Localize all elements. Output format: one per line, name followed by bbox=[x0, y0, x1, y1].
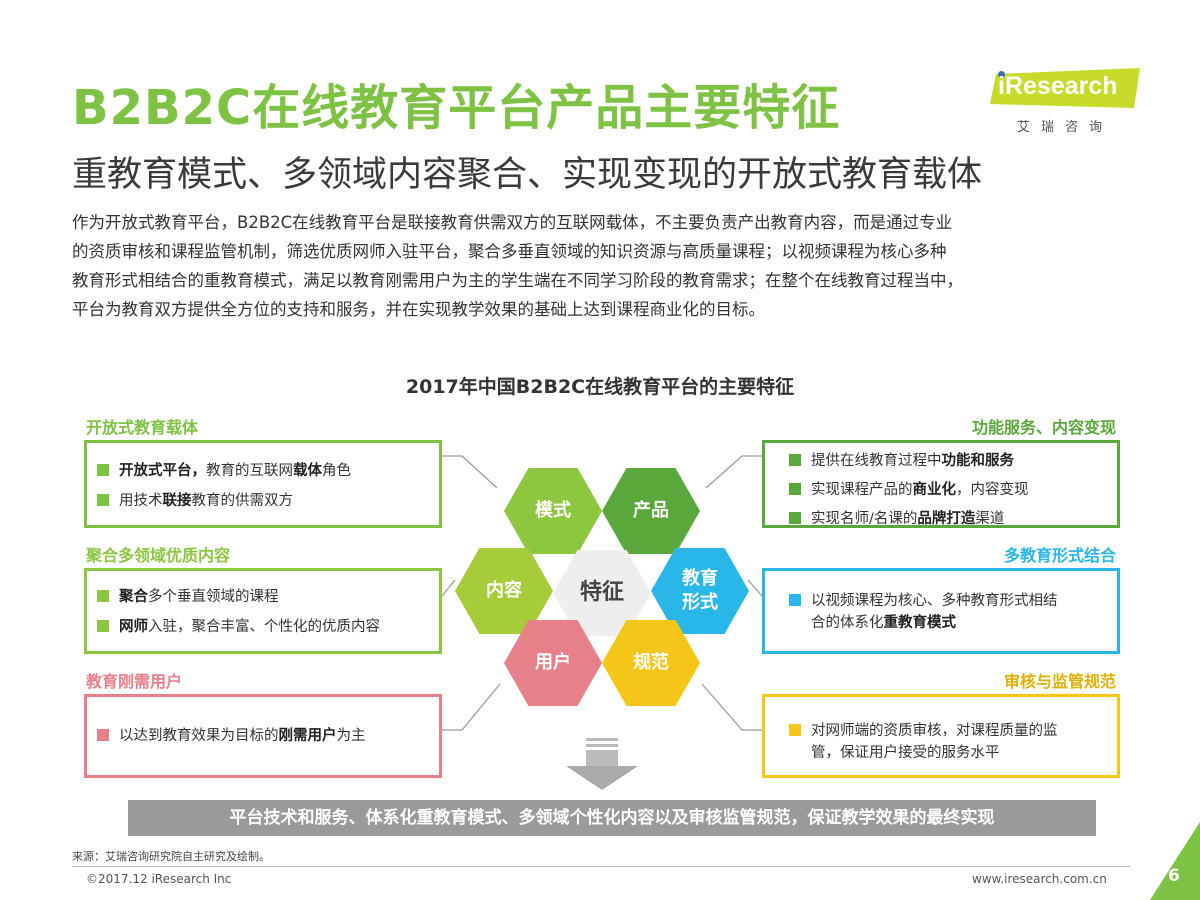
page-subtitle: 重教育模式、多领域内容聚合、实现变现的开放式教育载体 bbox=[72, 155, 983, 195]
footer-divider bbox=[72, 866, 1130, 867]
bullet-square-icon bbox=[789, 454, 801, 466]
logo-dot-icon bbox=[998, 71, 1005, 78]
section-heading-review: 审核与监管规范 bbox=[1003, 672, 1116, 691]
logo-band bbox=[990, 68, 1140, 108]
conclusion-bar: 平台技术和服务、体系化重教育模式、多领域个性化内容以及审核监管规范，保证教学效果… bbox=[128, 800, 1096, 836]
source-note: 来源：艾瑞咨询研究院自主研究及绘制。 bbox=[72, 850, 270, 863]
bullet-square-icon bbox=[789, 483, 801, 495]
bullet-square-icon bbox=[789, 512, 801, 524]
list-item: 以视频课程为核心、多种教育形式相结 bbox=[789, 589, 1058, 610]
connector-line bbox=[701, 683, 762, 731]
bullet-square-icon bbox=[97, 620, 109, 632]
section-box-content: 聚合多个垂直领域的课程 网师入驻，聚合丰富、个性化的优质内容 bbox=[84, 568, 442, 654]
bullet-square-icon bbox=[97, 494, 109, 506]
list-item: 以达到教育效果为目标的刚需用户为主 bbox=[97, 724, 366, 745]
page-title: B2B2C在线教育平台产品主要特征 bbox=[72, 80, 841, 136]
list-item: 提供在线教育过程中功能和服务 bbox=[789, 449, 1014, 470]
section-box-review: 对网师端的资质审核，对课程质量的监 管，保证用户接受的服务水平 bbox=[762, 694, 1120, 778]
list-item: 对网师端的资质审核，对课程质量的监 bbox=[789, 719, 1058, 740]
list-item: 实现名师/名课的品牌打造渠道 bbox=[789, 507, 1004, 528]
list-item: 合的体系化重教育模式 bbox=[811, 615, 956, 631]
copyright: ©2017.12 iResearch Inc bbox=[86, 872, 232, 886]
iresearch-logo: iResearch 艾瑞咨询 bbox=[990, 64, 1142, 135]
section-box-services: 提供在线教育过程中功能和服务 实现课程产品的商业化，内容变现 实现名师/名课的品… bbox=[762, 440, 1120, 528]
list-item: 开放式平台，教育的互联网载体角色 bbox=[97, 459, 351, 480]
list-item: 实现课程产品的商业化，内容变现 bbox=[789, 478, 1029, 499]
footer-url[interactable]: www.iresearch.com.cn bbox=[972, 872, 1107, 886]
section-box-open-platform: 开放式平台，教育的互联网载体角色 用技术联接教育的供需双方 bbox=[84, 440, 442, 528]
section-heading-forms: 多教育形式结合 bbox=[1003, 546, 1116, 565]
connector-line bbox=[442, 455, 498, 489]
bullet-square-icon bbox=[789, 594, 801, 606]
connector-line bbox=[747, 579, 763, 597]
logo-text: iResearch bbox=[998, 72, 1118, 100]
connector-line bbox=[441, 579, 456, 597]
section-box-users: 以达到教育效果为目标的刚需用户为主 bbox=[84, 694, 442, 778]
list-item: 网师入驻，聚合丰富、个性化的优质内容 bbox=[97, 615, 380, 636]
logo-subtext: 艾瑞咨询 bbox=[1016, 120, 1113, 135]
diagram-title: 2017年中国B2B2C在线教育平台的主要特征 bbox=[405, 376, 795, 398]
section-heading-content: 聚合多领域优质内容 bbox=[86, 546, 231, 565]
list-item: 聚合多个垂直领域的课程 bbox=[97, 585, 279, 606]
list-item: 管，保证用户接受的服务水平 bbox=[811, 745, 1000, 761]
intro-line: 作为开放式教育平台，B2B2C在线教育平台是联接教育供需双方的互联网载体，不主要… bbox=[72, 213, 953, 232]
bullet-square-icon bbox=[97, 464, 109, 476]
intro-line: 的资质审核和课程监管机制，筛选优质网师入驻平台，聚合多垂直领域的知识资源与高质量… bbox=[72, 242, 947, 261]
bullet-square-icon bbox=[97, 590, 109, 602]
down-arrow-icon bbox=[566, 738, 638, 790]
intro-line: 教育形式相结合的重教育模式，满足以教育刚需用户为主的学生端在不同学习阶段的教育需… bbox=[72, 271, 963, 290]
bullet-square-icon bbox=[97, 729, 109, 741]
section-box-forms: 以视频课程为核心、多种教育形式相结 合的体系化重教育模式 bbox=[762, 568, 1120, 654]
page-number: 6 bbox=[1168, 866, 1180, 886]
intro-line: 平台为教育双方提供全方位的支持和服务，并在实现教学效果的基础上达到课程商业化的目… bbox=[72, 300, 765, 319]
intro-paragraph: 作为开放式教育平台，B2B2C在线教育平台是联接教育供需双方的互联网载体，不主要… bbox=[72, 208, 1154, 324]
section-heading-services: 功能服务、内容变现 bbox=[971, 418, 1116, 437]
connector-line bbox=[442, 683, 501, 731]
hex-education-form-line: 形式 bbox=[682, 592, 718, 613]
bullet-square-icon bbox=[789, 724, 801, 736]
connector-line bbox=[705, 455, 762, 489]
list-item: 用技术联接教育的供需双方 bbox=[97, 489, 293, 510]
section-heading-users: 教育刚需用户 bbox=[86, 672, 183, 691]
section-heading-open-platform: 开放式教育载体 bbox=[86, 418, 199, 437]
hex-education-form-line: 教育 bbox=[682, 568, 718, 589]
